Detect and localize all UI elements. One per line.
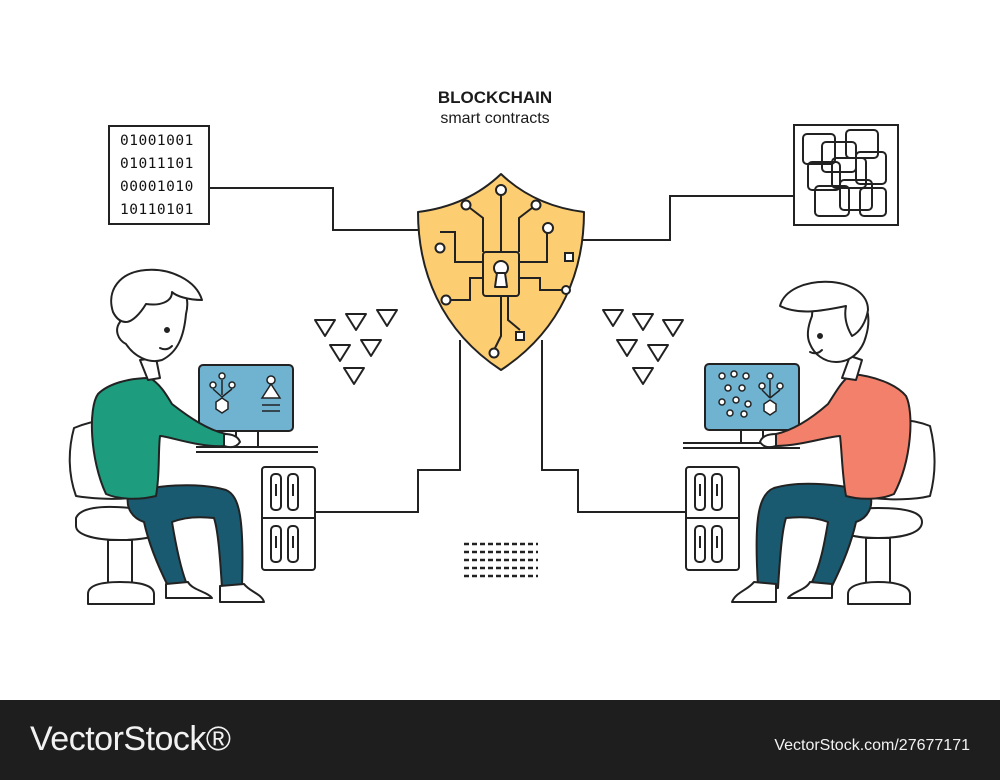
watermark-footer: VectorStock® VectorStock.com/27677171 bbox=[0, 700, 1000, 780]
monitor-icon bbox=[683, 363, 800, 449]
blockchain-illustration: .ol { fill:none; stroke:#222; stroke-wid… bbox=[68, 124, 936, 605]
binary-data-box: 01001001 01011101 00001010 10110101 bbox=[108, 125, 210, 225]
keyhole-icon bbox=[482, 251, 520, 297]
binary-line: 01001001 bbox=[120, 133, 194, 149]
shield-icon bbox=[417, 173, 585, 371]
server-icon bbox=[261, 466, 316, 571]
person-icon bbox=[90, 268, 265, 603]
triangle-icon bbox=[314, 309, 398, 385]
server-icon bbox=[685, 466, 740, 571]
circuit-icon bbox=[434, 184, 574, 359]
data-stripes bbox=[464, 542, 538, 578]
connection-lines bbox=[210, 187, 795, 513]
chain-blocks-icon bbox=[793, 124, 899, 226]
binary-line: 10110101 bbox=[120, 202, 194, 218]
binary-line: 00001010 bbox=[120, 179, 194, 195]
diagram-subtitle: smart contracts bbox=[440, 110, 550, 127]
diagram-title: BLOCKCHAIN bbox=[437, 88, 553, 107]
binary-line: 01011101 bbox=[120, 156, 194, 172]
watermark-url: VectorStock.com/27677171 bbox=[774, 737, 970, 754]
triangle-icon bbox=[602, 309, 684, 385]
person-icon bbox=[731, 280, 912, 603]
watermark-brand: VectorStock® bbox=[30, 720, 231, 758]
monitor-icon bbox=[196, 364, 318, 453]
